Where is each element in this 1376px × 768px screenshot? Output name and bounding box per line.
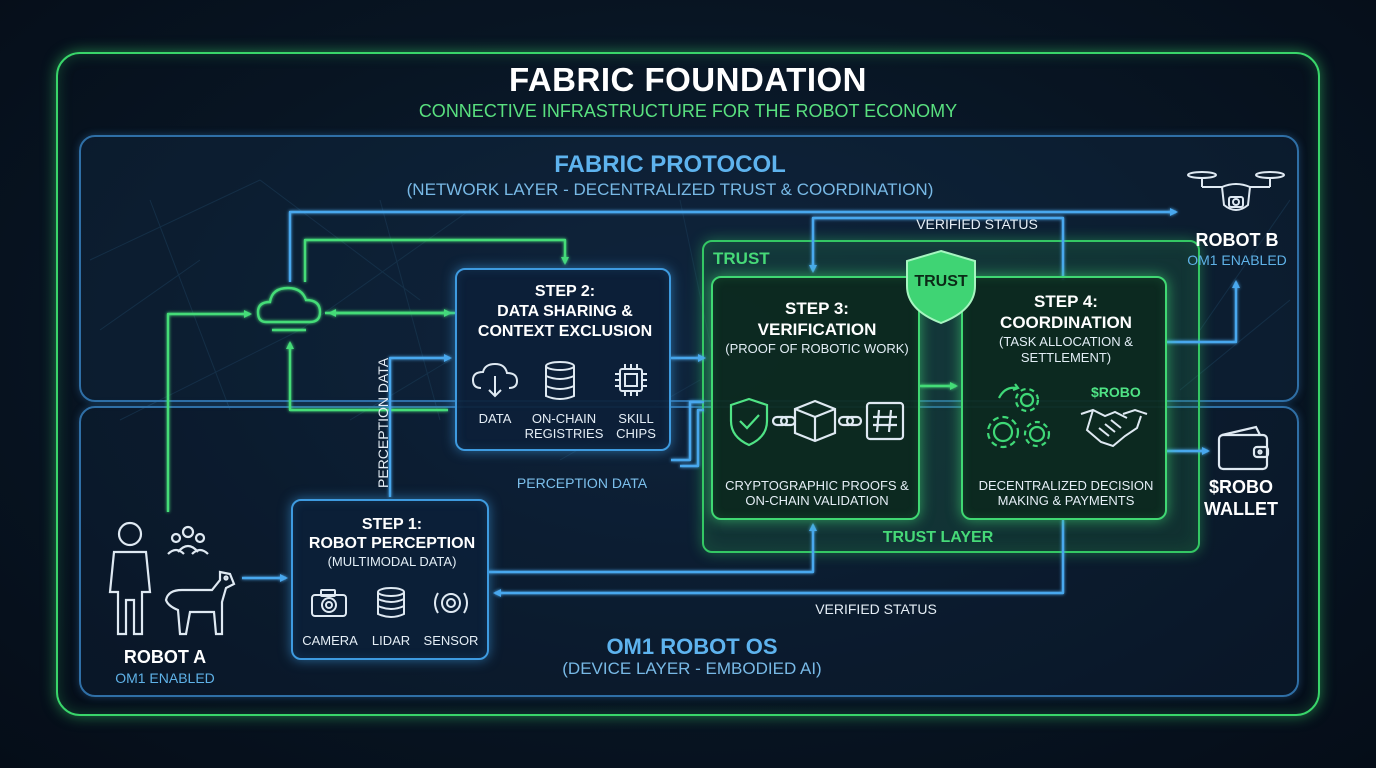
- step4-desc-2: MAKING & PAYMENTS: [997, 493, 1135, 508]
- step3-desc: CRYPTOGRAPHIC PROOFS &: [725, 478, 909, 493]
- step4-subtitle: (TASK ALLOCATION &: [999, 334, 1133, 349]
- step2-item-data: DATA: [478, 411, 512, 426]
- gears-icon: [986, 383, 1051, 449]
- step2-item-registries-2: REGISTRIES: [524, 426, 604, 441]
- step2-title3: CONTEXT EXCLUSION: [477, 323, 653, 340]
- step4-token: $ROBO: [1091, 384, 1141, 400]
- step4-title: STEP 4:: [1034, 292, 1098, 311]
- proof-chain-icons: [729, 397, 905, 447]
- verified-status-top-label: VERIFIED STATUS: [916, 216, 1038, 232]
- page-subtitle: CONNECTIVE INFRASTRUCTURE FOR THE ROBOT …: [418, 101, 958, 121]
- perception-data-vertical-label: PERCEPTION DATA: [375, 357, 391, 488]
- dog-icon: [164, 570, 236, 636]
- camera-icon: [311, 589, 347, 617]
- shield-check-icon: [729, 397, 769, 447]
- step2-item-skill-2: CHIPS: [616, 426, 656, 441]
- step3-title2: VERIFICATION: [757, 320, 877, 339]
- trust-layer-label: TRUST LAYER: [882, 529, 994, 546]
- chain-icon: [771, 415, 797, 427]
- perception-data-horizontal-label: PERCEPTION DATA: [516, 475, 648, 491]
- page-title: FABRIC FOUNDATION: [508, 61, 868, 98]
- step4-title2: COORDINATION: [1000, 313, 1132, 332]
- os-subtitle: (DEVICE LAYER - EMBODIED AI): [562, 659, 822, 678]
- cloud-icon: [256, 286, 322, 332]
- verified-status-bottom-label: VERIFIED STATUS: [815, 601, 937, 617]
- protocol-title: FABRIC PROTOCOL: [554, 151, 786, 178]
- wallet-line2: WALLET: [1204, 499, 1278, 519]
- wallet-line1: $ROBO: [1208, 477, 1274, 497]
- robot-a-sub: OM1 ENABLED: [115, 670, 215, 686]
- step2-title: STEP 2:: [534, 283, 596, 300]
- os-title: OM1 ROBOT OS: [606, 634, 778, 659]
- step4-box[interactable]: STEP 4: COORDINATION (TASK ALLOCATION & …: [961, 276, 1167, 520]
- lidar-icon: [377, 587, 405, 618]
- person-icon: [108, 521, 152, 636]
- step3-box[interactable]: STEP 3: VERIFICATION (PROOF OF ROBOTIC W…: [711, 276, 920, 520]
- cube-icon: [793, 399, 837, 443]
- group-icon: [167, 525, 209, 555]
- protocol-subtitle: (NETWORK LAYER - DECENTRALIZED TRUST & C…: [406, 180, 934, 199]
- step1-item-lidar: LIDAR: [371, 633, 411, 648]
- step1-item-sensor: SENSOR: [423, 633, 479, 648]
- trust-shield-icon: [906, 249, 976, 325]
- trust-shield-label: TRUST: [914, 273, 968, 290]
- chip-icon: [615, 364, 647, 396]
- step4-subtitle-2: SETTLEMENT): [1020, 350, 1112, 365]
- handshake-icon: [1080, 408, 1148, 448]
- step1-title2: ROBOT PERCEPTION: [308, 535, 476, 552]
- wallet-icon: [1217, 425, 1270, 471]
- step1-box[interactable]: STEP 1: ROBOT PERCEPTION (MULTIMODAL DAT…: [291, 499, 489, 660]
- step2-item-skill: SKILL: [618, 411, 654, 426]
- step2-item-registries: ON-CHAIN: [531, 411, 597, 426]
- step4-desc: DECENTRALIZED DECISION: [978, 478, 1154, 493]
- step1-title: STEP 1:: [361, 516, 423, 533]
- robot-b-name: ROBOT B: [1195, 230, 1279, 250]
- sensor-icon: [434, 592, 468, 614]
- robot-a-name: ROBOT A: [123, 647, 207, 667]
- step1-subtitle: (MULTIMODAL DATA): [327, 554, 457, 569]
- hash-icon: [865, 401, 905, 441]
- foundation-frame: [56, 52, 1320, 716]
- step3-desc-2: ON-CHAIN VALIDATION: [745, 493, 889, 508]
- step3-subtitle: (PROOF OF ROBOTIC WORK): [725, 341, 909, 356]
- step3-title: STEP 3:: [785, 299, 849, 318]
- trust-corner-label: TRUST: [713, 249, 770, 268]
- step1-item-camera: CAMERA: [302, 633, 358, 648]
- cloud-data-icon: [471, 362, 519, 398]
- step2-box[interactable]: STEP 2: DATA SHARING & CONTEXT EXCLUSION…: [455, 268, 671, 451]
- drone-icon: [1187, 171, 1285, 211]
- database-icon: [545, 361, 575, 400]
- step2-title2: DATA SHARING &: [497, 303, 633, 320]
- robot-b-sub: OM1 ENABLED: [1187, 252, 1287, 268]
- robot-a-figures: [108, 521, 236, 636]
